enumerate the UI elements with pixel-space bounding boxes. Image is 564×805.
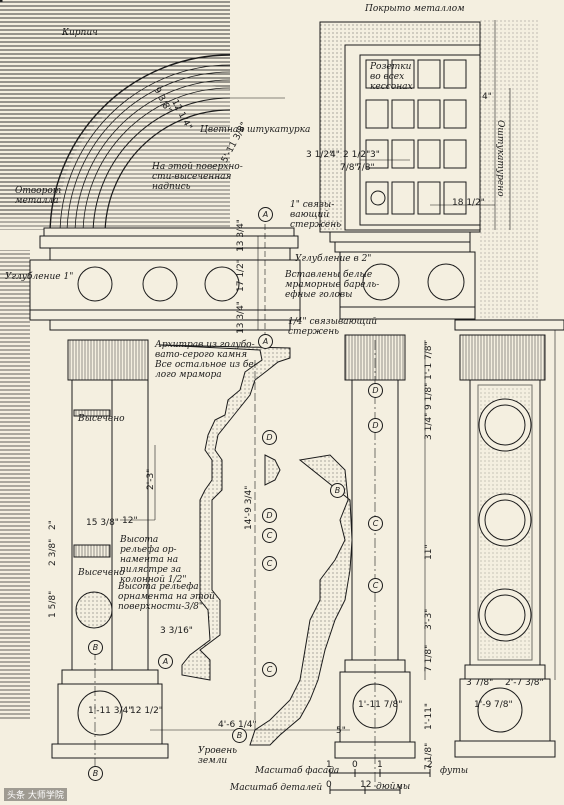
label-ground-level: Уровень земли [198,746,238,766]
dim-frieze-a: 13 3/4" [236,219,246,252]
dim-col-11: 11" [424,544,434,560]
coffer-panel [319,20,540,330]
marker-a: A [158,654,173,669]
label-relief-pilaster: Высота рельефа ор- намента на пилястре з… [120,535,187,585]
marker-c: C [262,528,277,543]
dim-frieze-b: 17 1/2" [236,259,246,292]
dim-base-right-height: 1'-11" [424,702,434,730]
marker-b: B [232,728,247,743]
label-carved-1: Высечено [78,414,125,424]
marker-c: C [368,516,383,531]
marker-b: B [88,640,103,655]
molding-profile [159,344,353,746]
marker-b: B [330,483,345,498]
dim-cap-height: 1'-1 7/8" [424,341,434,380]
dim-coffer-height: 4" [482,92,492,102]
dim-base-5: 5" [336,726,346,736]
feet-label: футы [440,766,469,776]
details-tick-12: 12 [360,780,372,790]
dim-pilaster-width: 1'-9 7/8" [474,700,513,710]
marker-a: A [258,207,273,222]
dim-d4: 3" [370,150,380,160]
label-plastering: Оштукатурено [495,120,505,197]
dim-col-7: 7 1/8" [424,644,434,672]
label-brick: Кирпич [62,28,98,38]
label-recess-2: Углубление в 2" [295,254,372,264]
right-pilaster [454,334,556,758]
dim-d5: 7/8" [340,163,359,173]
dim-coffer-width: 18 1/2" [452,198,485,208]
dim-d3: 2 1/2" [343,150,371,160]
dim-detail-height: 14'-9 3/4" [244,485,254,530]
label-architrave-note: Архитрав из голубо- вато-серого камня Вс… [155,340,257,380]
facade-tick-1b: 1 [377,760,383,770]
entablature [29,227,301,331]
dim-frieze-c: 13 3/4" [236,301,246,334]
label-metal-flashing: Отворот металла [15,186,62,206]
dim-left-3: 2 3/8" [48,538,58,566]
dim-d1: 3 1/2" [306,150,334,160]
marker-a: A [258,334,273,349]
arch [0,0,231,236]
label-metal-covered: Покрыто металлом [365,4,465,14]
facade-tick-2: 2 [427,760,433,770]
marker-b: B [88,766,103,781]
label-relief-surface: Высота рельефа орнамента на этой поверхн… [118,582,215,612]
dim-base-left-b: 12 1/2" [130,706,163,716]
details-scale-label: Масштаб деталей [230,783,323,793]
label-recess-1: Углубление 1" [5,272,74,282]
dim-detail-width: 4'-6 1/4" [218,720,257,730]
marker-d: D [368,418,383,433]
entablature-right [329,231,564,331]
left-column [51,339,169,759]
dim-left-4: 1 5/8" [48,590,58,618]
facade-scale-label: Масштаб фасада [255,766,340,776]
dim-col-33: 3'-3" [424,608,434,630]
facade-tick-0: 0 [352,760,358,770]
marker-d: D [368,383,383,398]
marker-d: D [262,430,277,445]
dim-left-2: 2" [48,520,58,530]
label-carved-2: Высечено [78,568,125,578]
dim-d2: 4" [330,150,340,160]
dim-relief-3: 3 3/16" [160,626,193,636]
inches-label: дюймы [376,782,411,792]
label-colored-plaster: Цветная штукатурка [200,125,311,135]
dim-base-left-width: 1'-11 3/4" [88,706,133,716]
dim-cap-d: 9 1/8" [424,382,434,410]
dim-pilaster-medallion: 2'-7 3/8" [505,678,544,688]
label-carved-inscription: На этой поверхно- сти-высеченная надпись [152,162,243,192]
label-coffer-rosettes: Розетки во всех кессонах [370,62,413,92]
dim-d6: 7/8" [356,163,375,173]
details-tick-0: 0 [326,780,332,790]
dim-mid-2: 12" [122,516,138,526]
dimension-lines [94,20,556,790]
label-marble-reliefs: Вставлены белые мраморные барель- ефные … [285,270,380,300]
brick-hatching [0,0,230,720]
label-tie-rod-quarter: 1/4" связывающий стержень [288,317,378,337]
marker-c: C [262,662,277,677]
marker-c: C [262,556,277,571]
watermark: 头条 大师学院 [4,788,67,801]
marker-d: D [262,508,277,523]
dim-shaft-d: 3 1/4" [424,412,434,440]
marker-c: C [368,578,383,593]
dim-base-right-width: 1'-11 7/8" [358,700,403,710]
scale-bars [329,769,431,794]
dim-pilaster-d: 3 7/8" [466,678,494,688]
facade-tick-1: 1 [326,760,332,770]
dim-mid-1: 2'-3" [146,468,156,490]
dim-mid-3: 15 3/8" [86,518,119,528]
label-tie-rod-1: 1" связы- вающий стержень [290,200,342,230]
